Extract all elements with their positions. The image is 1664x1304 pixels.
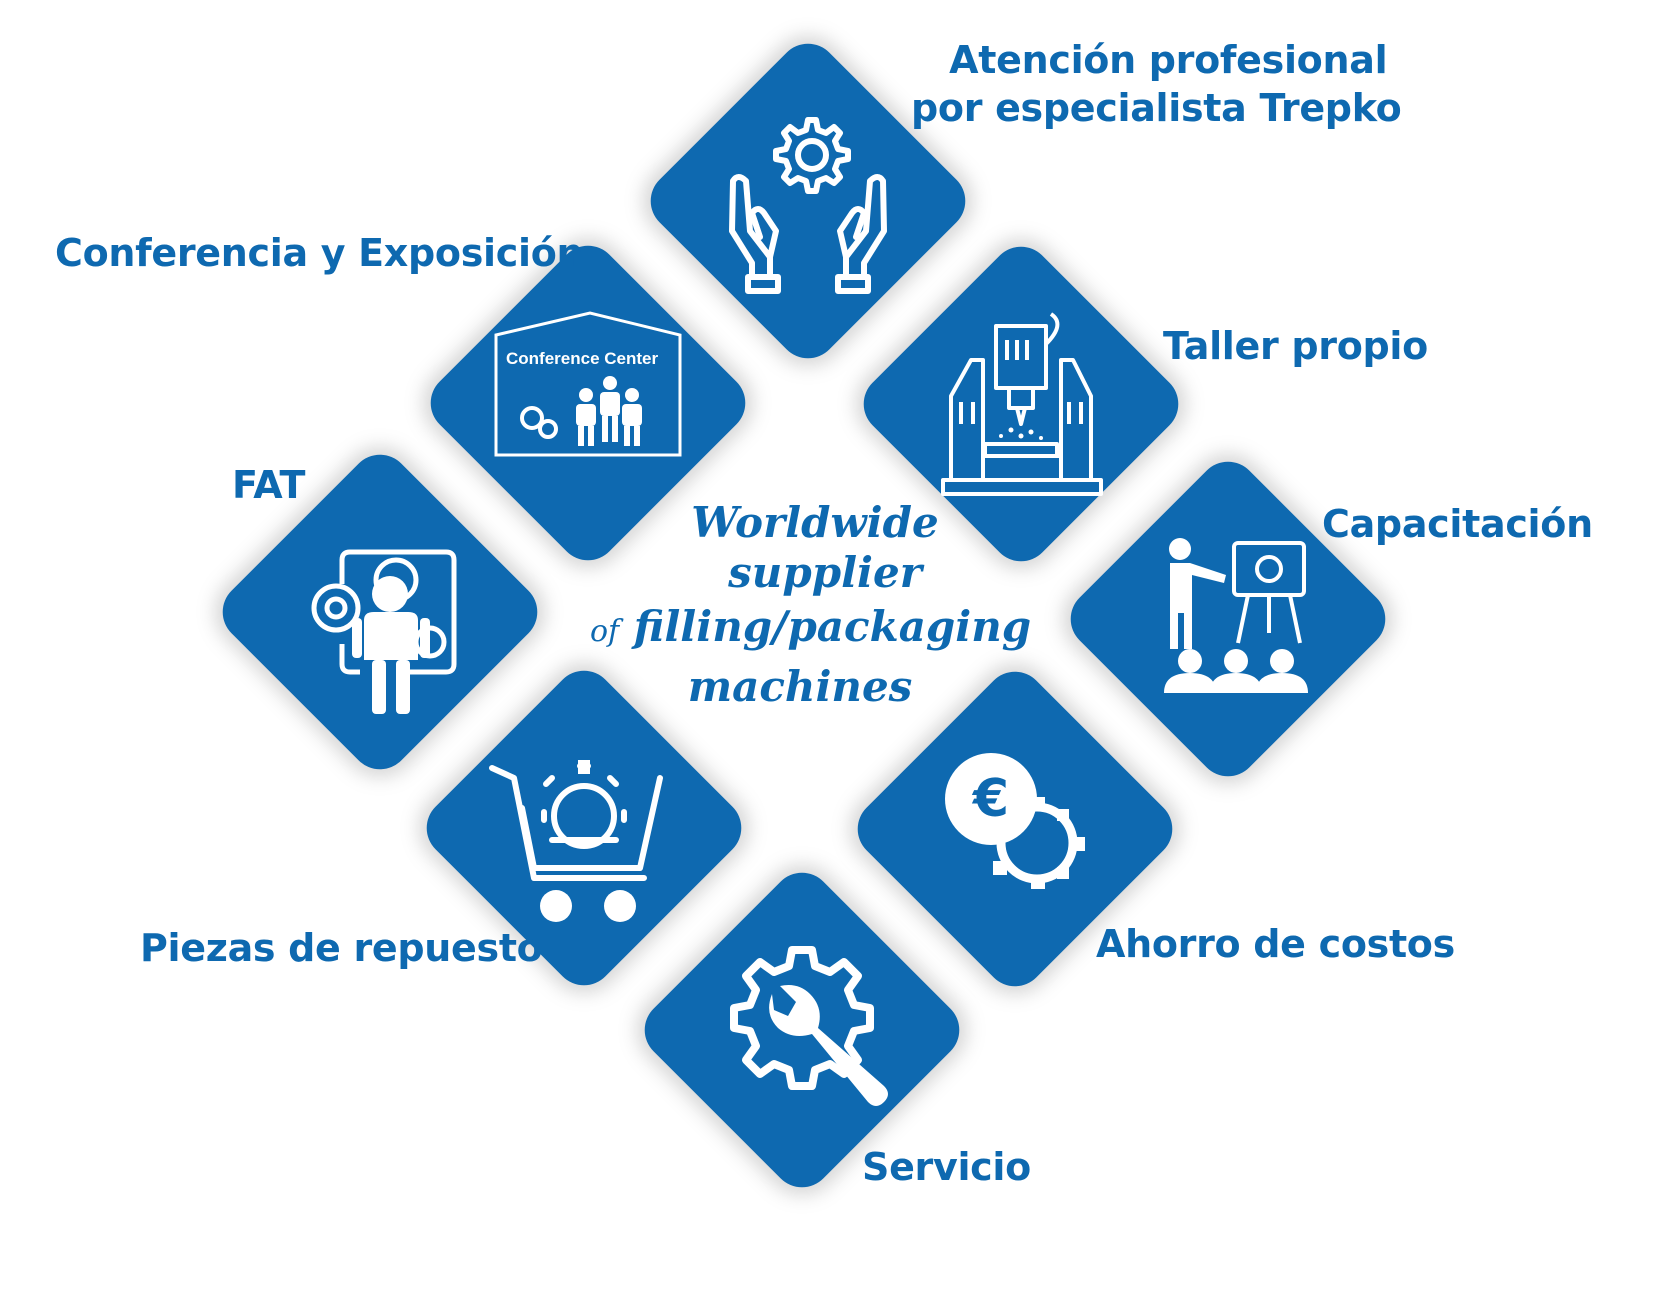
conference-center-text: Conference Center [506,349,659,368]
label-fat: FAT [232,463,306,507]
center-line3: of filling/packaging [590,598,1031,661]
svg-text:€: € [972,769,1009,829]
center-line3-main: filling/packaging [633,602,1032,651]
label-atencion: Atención profesional por especialista Tr… [911,36,1402,132]
center-line1: Worldwide [691,498,939,547]
label-capacitacion: Capacitación [1322,502,1593,546]
label-ahorro: Ahorro de costos [1096,922,1455,966]
center-line3-of: of [590,614,620,649]
label-conferencia: Conferencia y Exposición [55,231,584,275]
cnc-machine-icon [901,284,1141,524]
cart-gear-wrench-icon [464,708,704,948]
conference-center-icon [468,283,708,523]
center-tagline: Worldwide supplier of filling/packaging … [590,498,1031,713]
label-piezas: Piezas de repuesto [140,926,543,970]
euro-gear-icon: € [895,709,1135,949]
worker-gears-icon [260,492,500,732]
label-atencion-line2: por especialista Trepko [911,86,1402,130]
label-servicio: Servicio [862,1145,1031,1189]
label-taller: Taller propio [1163,324,1428,368]
label-atencion-line1: Atención profesional [949,38,1388,82]
center-line4: machines [687,662,913,711]
hands-gear-icon [688,81,928,321]
trainer-presentation-icon [1108,499,1348,739]
gear-wrench-icon [682,910,922,1150]
center-line2: supplier [728,548,922,597]
